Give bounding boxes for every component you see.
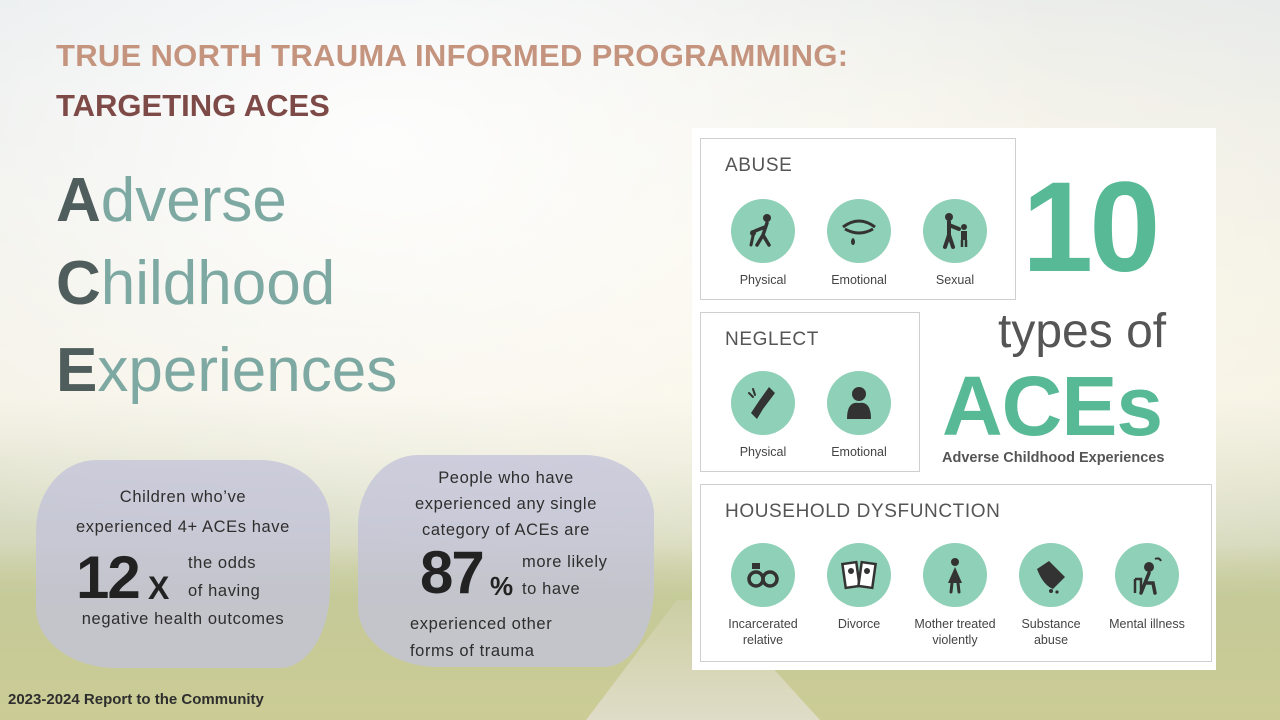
neglect-physical-label: Physical [739, 445, 787, 459]
abuse-box: ABUSE Physical Emotional Sexual [700, 138, 1016, 300]
acronym-childhood: Childhood [56, 249, 336, 318]
footer-report-label: 2023-2024 Report to the Community [8, 691, 264, 708]
stat-bubble-likelihood: People who have experienced any single c… [358, 455, 654, 667]
stat2-line2: experienced any single [415, 495, 597, 513]
aces-full-label: Adverse Childhood Experiences [942, 450, 1165, 466]
stat1-number: 12 [76, 544, 141, 611]
neglect-title: NEGLECT [725, 329, 819, 350]
aces-label: ACEs [942, 359, 1163, 453]
abuse-sexual-label: Sexual [935, 273, 975, 287]
household-item-incarcerated: Incarcerated relative [715, 543, 811, 648]
dropped-hand-icon [731, 371, 795, 435]
stat2-number: 87 [420, 539, 485, 606]
stat2-line1: People who have [438, 469, 574, 487]
torn-photo-icon [827, 543, 891, 607]
household-divorce-label: Divorce [837, 617, 881, 631]
abuse-physical-label: Physical [739, 273, 787, 287]
hand-pills-icon [1019, 543, 1083, 607]
stat2-line4: experienced other [410, 615, 553, 633]
acronym-experiences: Experiences [56, 336, 398, 405]
acronym-adverse: Adverse [56, 166, 287, 235]
household-item-divorce: Divorce [811, 543, 907, 633]
abuse-title: ABUSE [725, 155, 793, 176]
household-mental-label: Mental illness [1109, 617, 1185, 631]
household-box: HOUSEHOLD DYSFUNCTION Incarcerated relat… [700, 484, 1212, 662]
household-incarcerated-label: Incarcerated relative [728, 617, 798, 647]
neglect-item-physical: Physical [715, 371, 811, 461]
abuse-item-emotional: Emotional [811, 199, 907, 289]
sad-child-icon [827, 371, 891, 435]
types-of-label: types of [998, 305, 1167, 358]
stat-bubble-odds: Children who’ve experienced 4+ ACEs have… [36, 460, 330, 668]
stat2-side2: to have [522, 580, 581, 598]
household-item-mental: Mental illness [1099, 543, 1195, 633]
distressed-person-icon [1115, 543, 1179, 607]
stat1-line1: Children who’ve [119, 488, 247, 506]
page-title: TRUE NORTH TRAUMA INFORMED PROGRAMMING: [56, 38, 849, 73]
abuse-item-sexual: Sexual [907, 199, 1003, 289]
stat2-line3: category of ACEs are [422, 521, 590, 539]
neglect-emotional-label: Emotional [831, 445, 887, 459]
household-substance-label: Substance abuse [1021, 617, 1081, 647]
woman-icon [923, 543, 987, 607]
stat1-side1: the odds [188, 554, 257, 572]
household-title: HOUSEHOLD DYSFUNCTION [725, 501, 1001, 522]
crying-eye-icon [827, 199, 891, 263]
neglect-item-emotional: Emotional [811, 371, 907, 461]
page-subtitle: TARGETING ACES [56, 88, 330, 123]
aces-infographic: ABUSE Physical Emotional Sexual 10 types… [692, 128, 1216, 670]
household-mother-label: Mother treated violently [914, 617, 996, 647]
household-item-substance: Substance abuse [1003, 543, 1099, 648]
neglect-box: NEGLECT Physical Emotional [700, 312, 920, 472]
adult-child-icon [923, 199, 987, 263]
stat1-suffix: X [148, 570, 170, 606]
stat1-line2: experienced 4+ ACEs have [76, 518, 290, 536]
physical-abuse-icon [731, 199, 795, 263]
stat2-side1: more likely [522, 553, 608, 571]
abuse-emotional-label: Emotional [831, 273, 887, 287]
abuse-item-physical: Physical [715, 199, 811, 289]
stat1-line3: negative health outcomes [81, 610, 285, 628]
stat2-line5: forms of trauma [410, 642, 535, 660]
stat1-side2: of having [188, 582, 261, 600]
household-item-mother: Mother treated violently [907, 543, 1003, 648]
aces-count: 10 [1022, 156, 1160, 299]
stat2-suffix: % [490, 571, 514, 601]
handcuffs-icon [731, 543, 795, 607]
